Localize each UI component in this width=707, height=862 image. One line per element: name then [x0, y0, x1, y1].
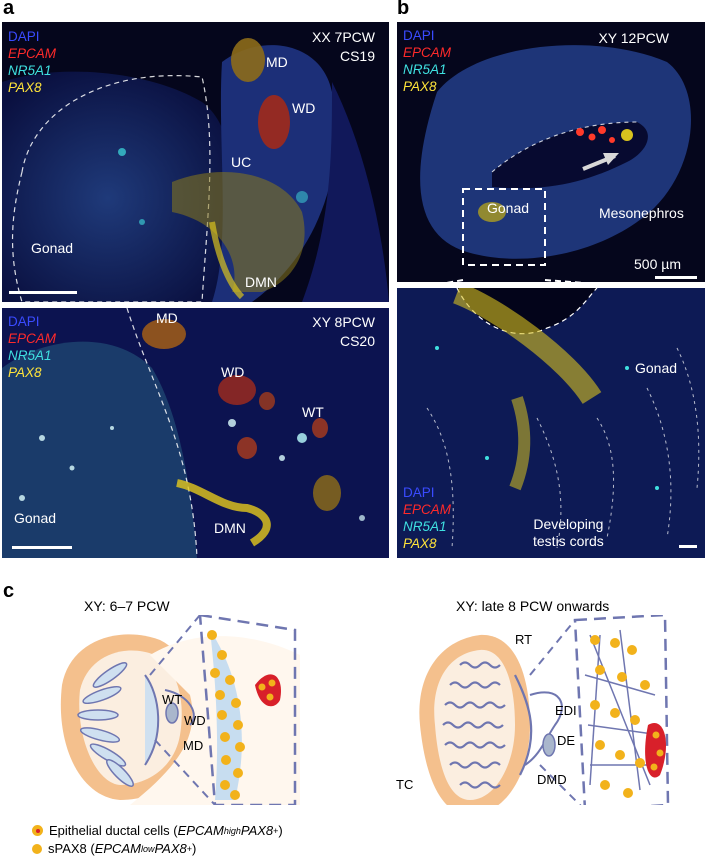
legend-pax8: PAX8	[8, 80, 42, 95]
label-cords-line2: testis cords	[533, 533, 604, 549]
micrograph-a-bottom-image	[2, 308, 389, 558]
legend-dapi: DAPI	[8, 29, 40, 44]
label-mesonephros: Mesonephros	[599, 205, 684, 221]
epithelial-dot-icon	[32, 825, 43, 836]
panel-label-a: a	[3, 0, 15, 19]
micrograph-a-bottom: DAPI EPCAM NR5A1 PAX8 XY 8PCW CS20 MD WD…	[2, 308, 389, 558]
scale-bar	[12, 546, 72, 549]
legend-dapi: DAPI	[403, 28, 435, 43]
diagram-right-title: XY: late 8 PCW onwards	[456, 598, 610, 614]
label-dmd: DMD	[537, 772, 567, 787]
scale-bar	[655, 276, 697, 279]
label-edi: EDI	[555, 703, 577, 718]
label-md: MD	[183, 738, 204, 753]
legend-nr5a1: NR5A1	[8, 63, 52, 78]
label-de: DE	[557, 733, 576, 748]
label-wd: WD	[292, 100, 316, 116]
label-uc: UC	[231, 154, 252, 170]
legend-nr5a1: NR5A1	[8, 348, 52, 363]
scale-label: 500 µm	[634, 256, 681, 272]
stage-label: XY 8PCW	[312, 314, 375, 330]
legend-nr5a1: NR5A1	[403, 62, 447, 77]
legend-pax8: PAX8	[403, 536, 437, 551]
label-wd: WD	[221, 364, 245, 380]
schematic-diagrams	[60, 615, 670, 805]
label-cords-line1: Developing	[533, 516, 604, 532]
stage-sublabel: CS19	[339, 48, 375, 64]
micrograph-b-bottom: Gonad DAPI EPCAM NR5A1 PAX8 Developing t…	[397, 288, 705, 558]
scale-bar	[679, 545, 697, 548]
legend-dapi: DAPI	[8, 314, 40, 329]
panel-label-b: b	[397, 0, 410, 19]
label-md: MD	[266, 54, 288, 70]
panel-label-c: c	[3, 580, 15, 602]
label-gonad: Gonad	[31, 240, 74, 256]
stage-label: XX 7PCW	[311, 29, 375, 45]
micrograph-b-top: DAPI EPCAM NR5A1 PAX8 XY 12PCW Gonad Mes…	[397, 22, 705, 282]
legend-pax8: PAX8	[8, 365, 42, 380]
label-wd: WD	[184, 713, 206, 728]
legend-nr5a1: NR5A1	[403, 519, 447, 534]
legend-epcam: EPCAM	[403, 502, 452, 517]
legend-epcam: EPCAM	[403, 45, 452, 60]
label-gonad: Gonad	[14, 510, 57, 526]
micrograph-b-bottom-image	[397, 288, 705, 558]
micrograph-a-top: DAPI EPCAM NR5A1 PAX8 XX 7PCW CS19 MD WD…	[2, 22, 389, 302]
legend-epcam: EPCAM	[8, 46, 57, 61]
label-gonad: Gonad	[487, 200, 530, 216]
spax8-dot-icon	[32, 843, 42, 854]
micrograph-a-top-image	[2, 22, 389, 302]
label-rt: RT	[515, 632, 533, 647]
label-wt: WT	[162, 692, 183, 707]
label-tc: TC	[396, 777, 414, 792]
micrograph-b-top-image	[397, 22, 705, 282]
label-dmn: DMN	[245, 274, 277, 290]
stage-sublabel: CS20	[339, 333, 375, 349]
legend-pax8: PAX8	[403, 79, 437, 94]
label-wt: WT	[302, 404, 324, 420]
legend-dapi: DAPI	[403, 485, 435, 500]
legend-epcam: EPCAM	[8, 331, 57, 346]
scale-bar	[9, 291, 77, 294]
label-md: MD	[156, 310, 178, 326]
diagram-left-title: XY: 6–7 PCW	[84, 598, 170, 614]
label-gonad: Gonad	[635, 360, 678, 376]
stage-label: XY 12PCW	[598, 30, 669, 46]
label-dmn: DMN	[214, 520, 246, 536]
